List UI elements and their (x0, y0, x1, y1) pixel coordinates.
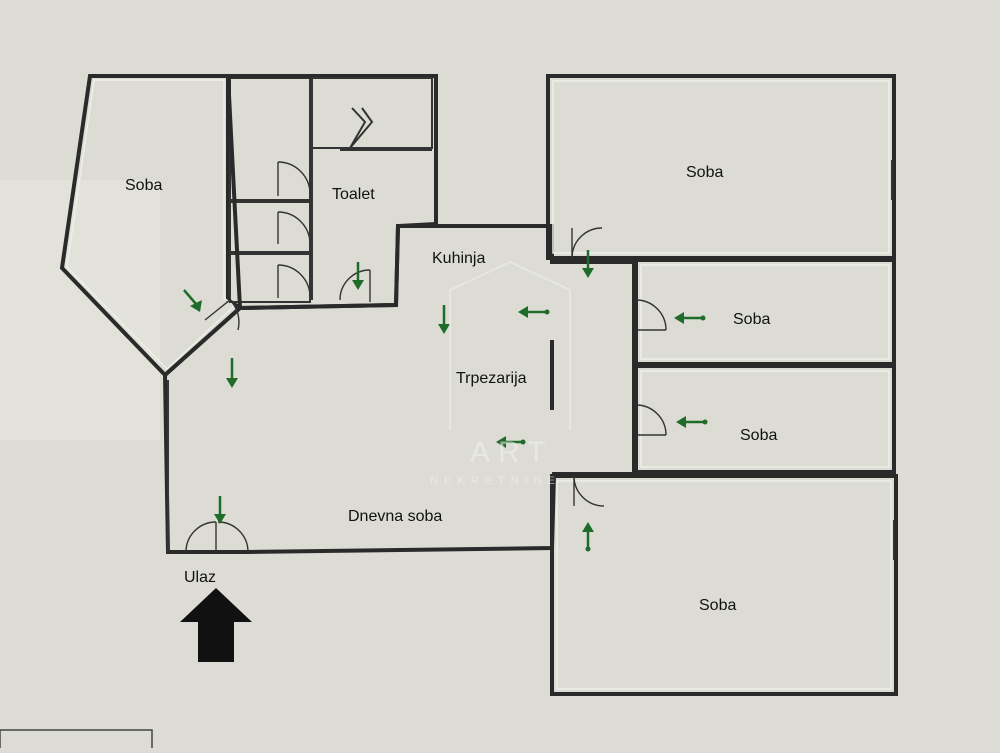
room-label-soba-left: Soba (125, 177, 162, 194)
arrow-down-icon (214, 496, 226, 524)
arrow-left-icon (496, 436, 526, 448)
arrow-diagonal-icon (183, 289, 202, 312)
arrow-down-icon (582, 250, 594, 278)
arrow-down-icon (438, 305, 450, 334)
room-soba-mid-right-2 (634, 364, 896, 474)
room-label-toalet: Toalet (332, 186, 375, 203)
arrow-down-icon (226, 358, 238, 388)
legend-box-partial (0, 729, 153, 753)
room-label-soba-bottom-right: Soba (699, 597, 736, 614)
entrance-arrow-icon (180, 588, 252, 662)
watermark-brand: ART (470, 436, 553, 469)
room-label-trpezarija: Trpezarija (456, 370, 527, 387)
arrow-left-icon (518, 306, 550, 318)
watermark-tagline: NEKRETNINE (430, 475, 561, 487)
arrow-up-icon (582, 522, 594, 552)
room-label-soba-mid-right-2: Soba (740, 427, 777, 444)
room-label-kuhinja: Kuhinja (432, 250, 485, 267)
room-soba-bottom-right (550, 474, 898, 696)
arrow-down-icon (352, 262, 364, 290)
arrow-left-icon (676, 416, 708, 428)
room-label-dnevna-soba: Dnevna soba (348, 508, 442, 525)
room-label-soba-top-right: Soba (686, 164, 723, 181)
movement-arrows (183, 250, 708, 552)
watermark-logo: ART NEKRETNINE (430, 260, 571, 487)
arrow-left-icon (674, 312, 706, 324)
paper-glare (0, 180, 160, 440)
entrance-label: Ulaz (184, 569, 216, 586)
room-label-soba-mid-right-1: Soba (733, 311, 770, 328)
